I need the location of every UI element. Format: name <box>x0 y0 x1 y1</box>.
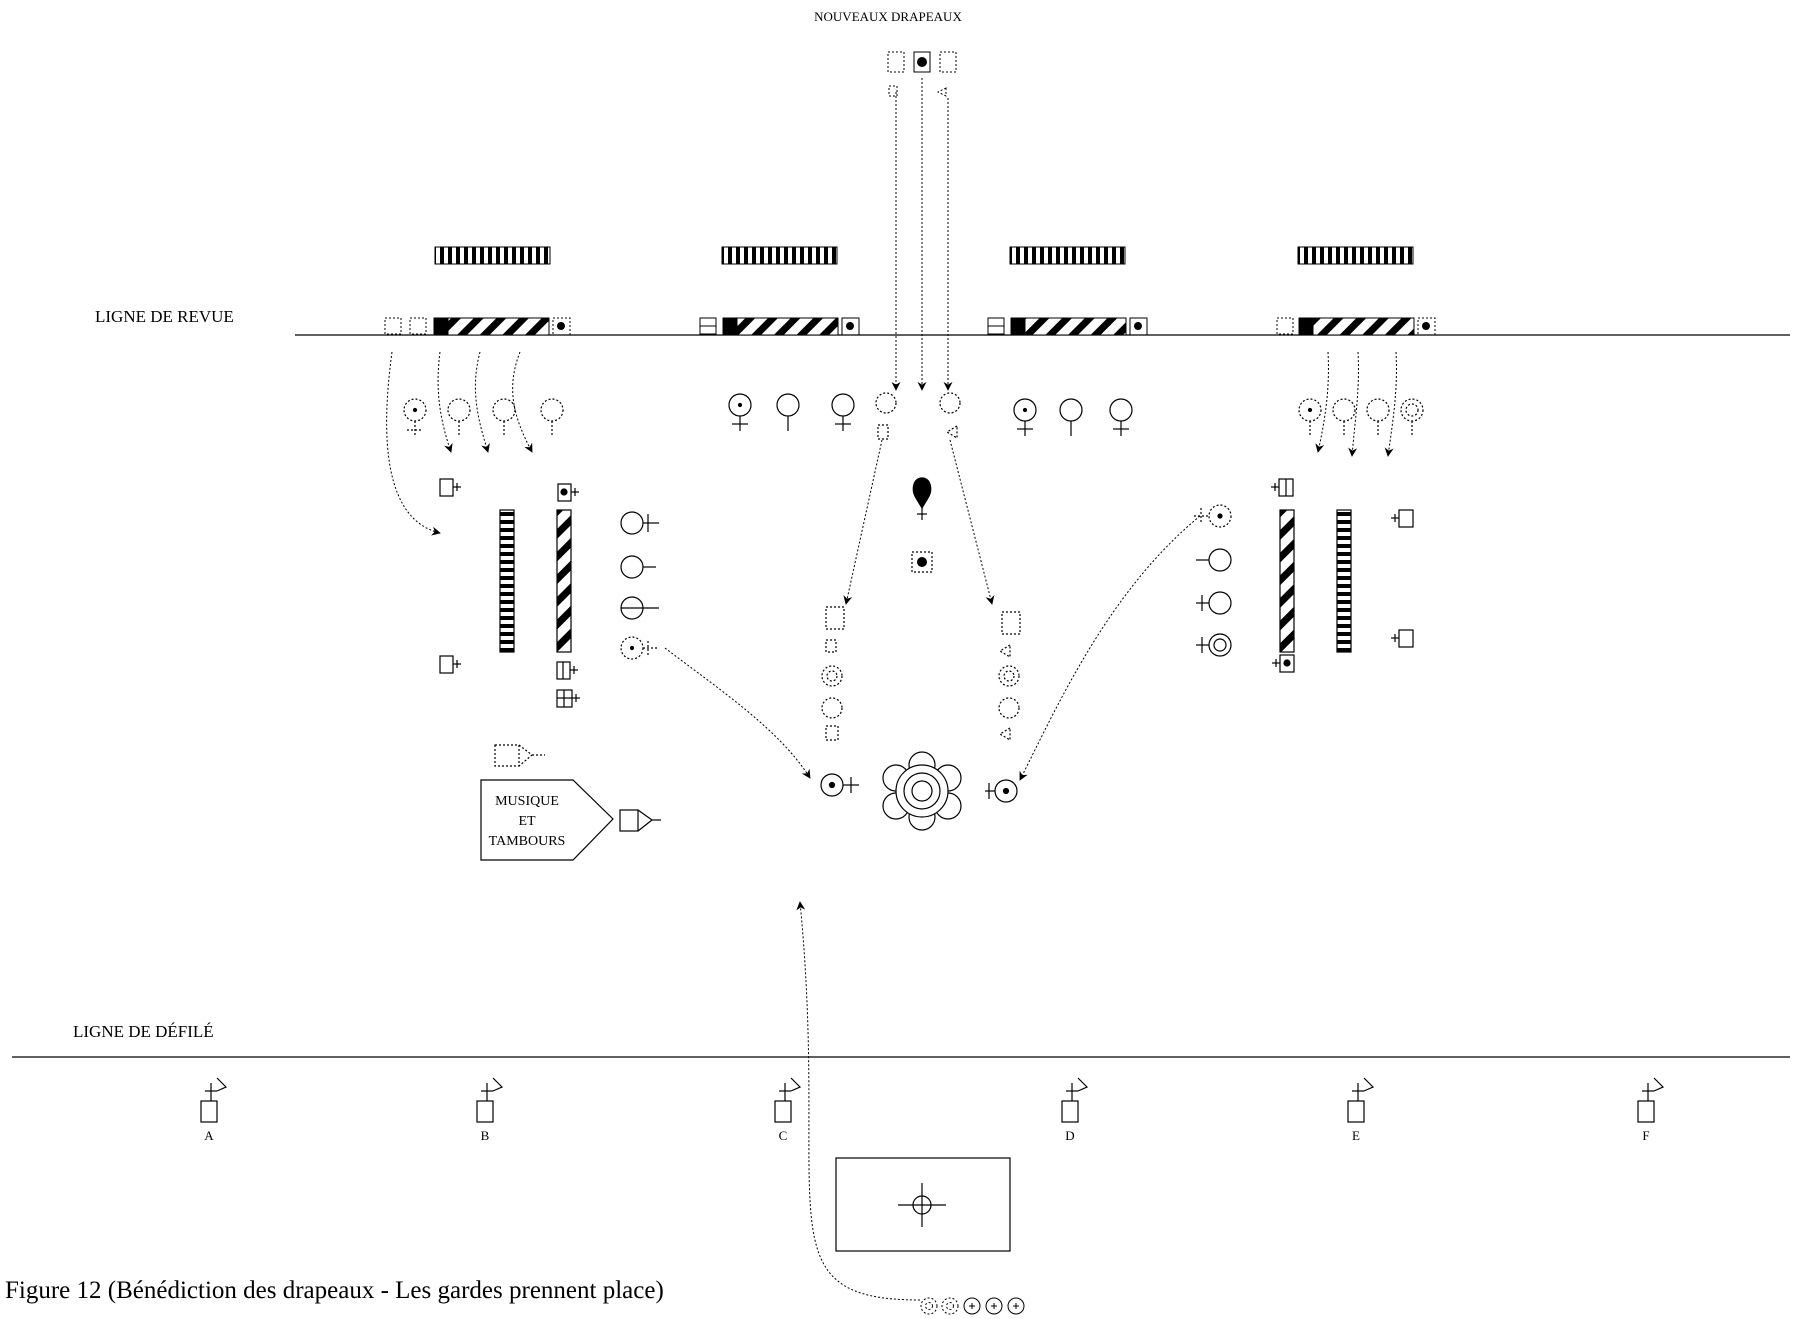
altar-flower-icon <box>882 751 962 831</box>
company-label-c: C <box>779 1128 788 1143</box>
review-line-label: LIGNE DE REVUE <box>95 307 234 326</box>
band-label-line3: TAMBOURS <box>489 834 566 849</box>
company-markers <box>200 1077 1665 1123</box>
drum-lines-top <box>434 246 1414 265</box>
company-label-d: D <box>1065 1128 1074 1143</box>
band-block <box>480 744 661 861</box>
reviewing-stand <box>835 1157 1011 1252</box>
movement-arrows <box>386 78 1397 1301</box>
new-colours-label: NOUVEAUX DRAPEAUX <box>814 9 962 24</box>
right-guard-formation <box>1194 478 1414 673</box>
new-colours-party <box>887 51 957 97</box>
company-label-e: E <box>1352 1128 1360 1143</box>
review-line-guards <box>384 317 1436 336</box>
officer-row <box>403 393 1424 436</box>
band-label-line1: MUSIQUE <box>495 794 559 809</box>
escort-group <box>920 1297 1025 1315</box>
company-label-f: F <box>1642 1128 1649 1143</box>
march-past-line-label: LIGNE DE DÉFILÉ <box>73 1022 214 1041</box>
company-label-b: B <box>481 1128 490 1143</box>
figure-caption: Figure 12 (Bénédiction des drapeaux - Le… <box>5 1277 664 1304</box>
band-label-line2: ET <box>518 814 536 829</box>
centre-colour-party <box>820 392 1021 831</box>
left-guard-formation <box>439 478 659 708</box>
company-label-a: A <box>204 1128 214 1143</box>
